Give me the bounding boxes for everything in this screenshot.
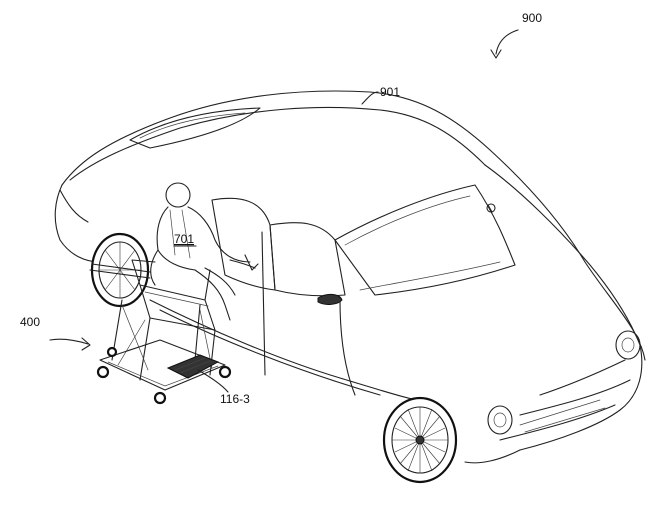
- rear-wheel: [382, 396, 458, 484]
- label-900: 900: [522, 11, 542, 25]
- lift-device-drawing: [89, 259, 232, 405]
- leader-116-3-icon: [197, 369, 229, 393]
- reference-label-vehicle: 901: [361, 85, 400, 105]
- leader-901-icon: [361, 91, 379, 105]
- label-116-3: 116-3: [220, 392, 250, 406]
- reference-label-system: 900: [490, 11, 542, 59]
- occupant-figure: [150, 182, 259, 321]
- label-901: 901: [380, 85, 400, 99]
- front-wheel: [90, 232, 150, 308]
- arrow-900-icon: [495, 29, 519, 55]
- vehicle-drawing: [54, 90, 646, 484]
- arrow-400-icon: [49, 338, 89, 345]
- label-400: 400: [20, 315, 40, 329]
- reference-label-occupant: 701: [173, 232, 197, 247]
- label-701: 701: [174, 232, 194, 246]
- reference-label-footplate: 116-3: [197, 369, 250, 406]
- reference-label-lift-device: 400: [20, 315, 91, 351]
